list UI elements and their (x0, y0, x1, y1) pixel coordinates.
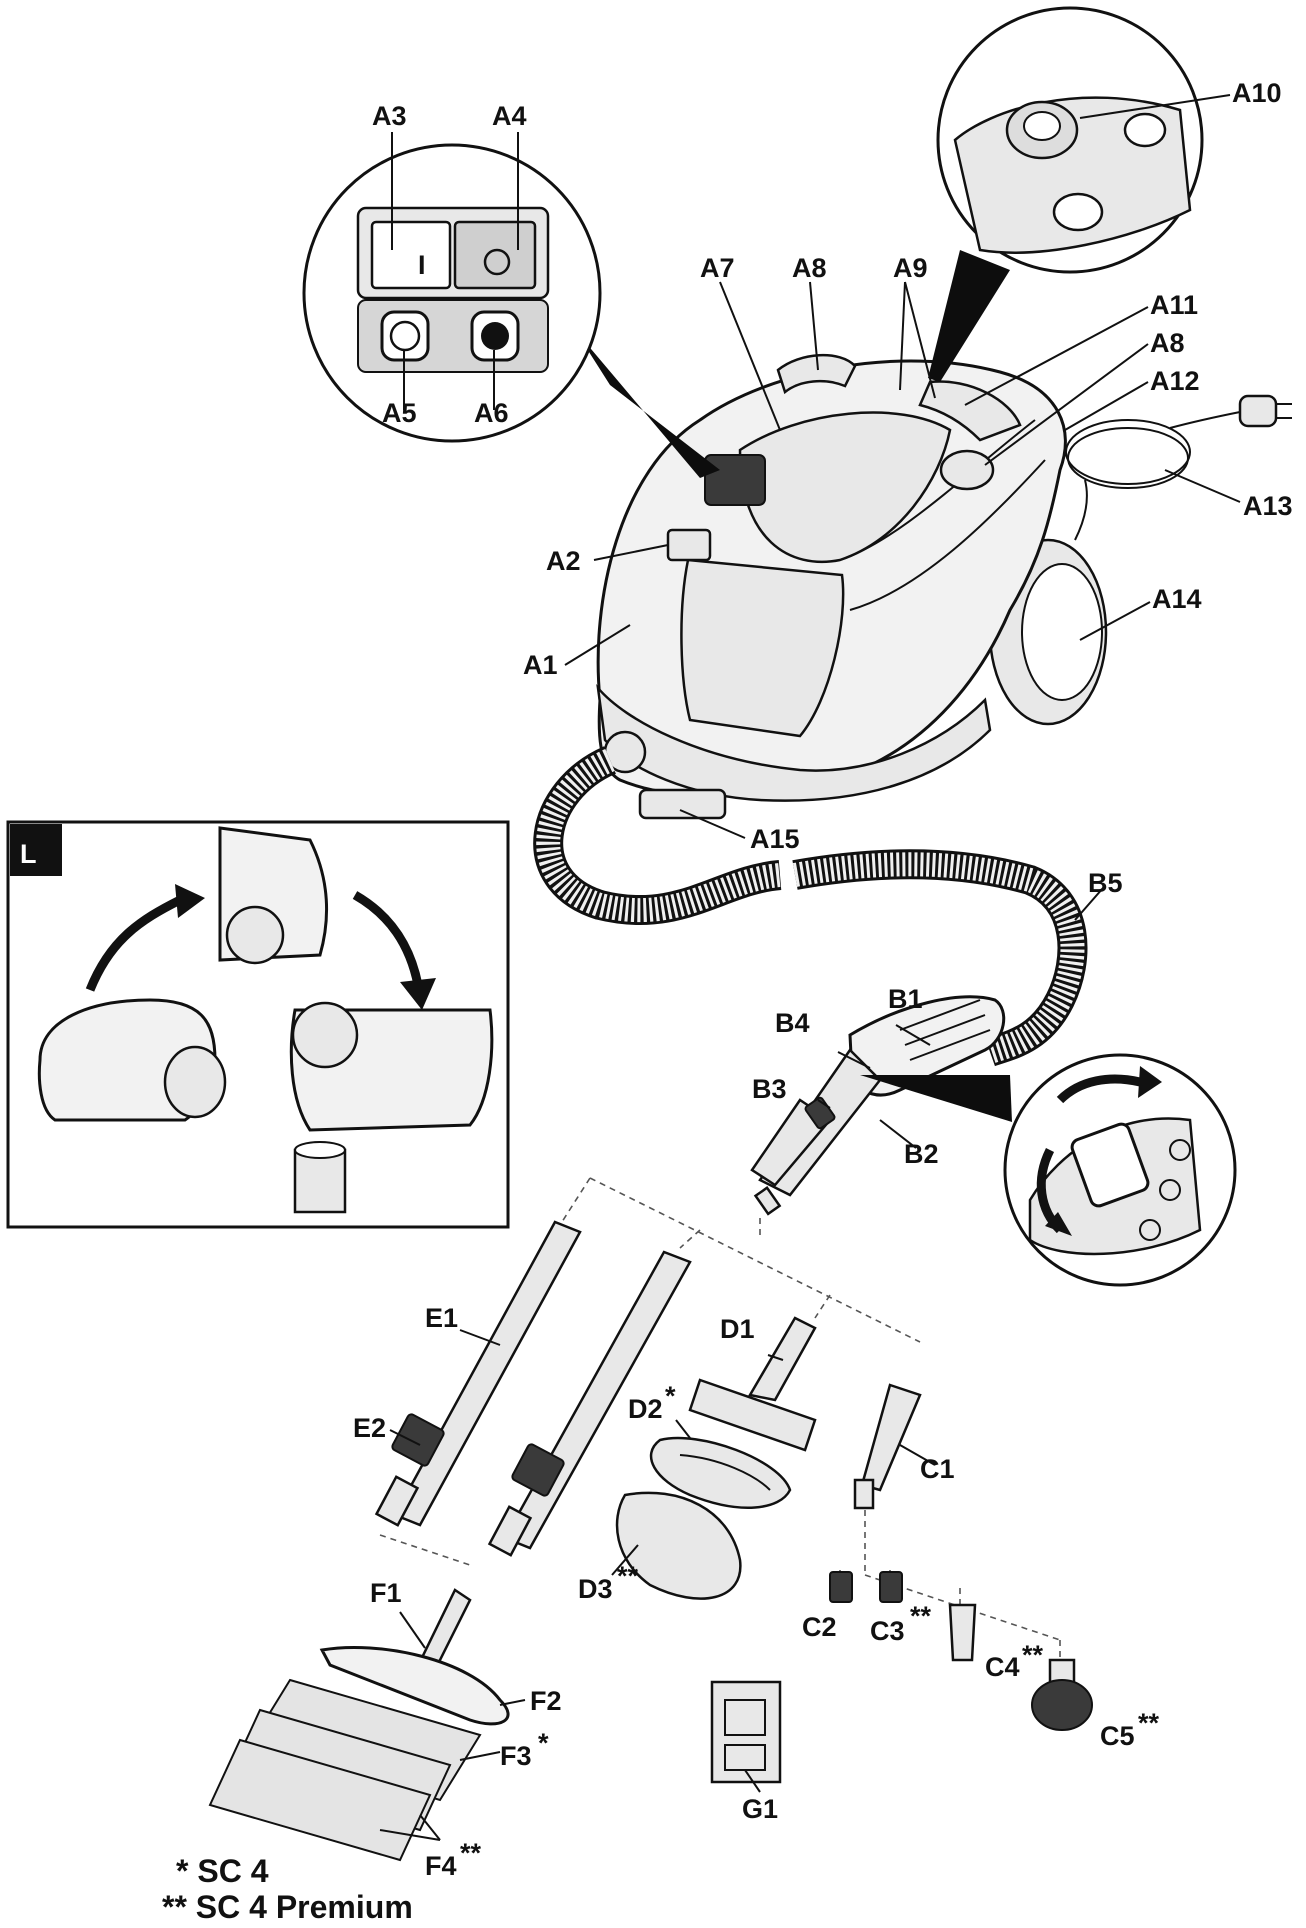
tank-opening-callout (936, 6, 1204, 274)
label-C3: C3 (870, 1616, 905, 1646)
label-B4: B4 (775, 1008, 810, 1038)
label-A9: A9 (893, 253, 928, 283)
power-nozzle-alt (879, 1571, 903, 1603)
label-C3-asterisks: ** (910, 1601, 932, 1631)
label-C4-asterisks: ** (1022, 1640, 1044, 1670)
label-C2: C2 (802, 1612, 837, 1642)
label-F2: F2 (530, 1686, 562, 1716)
round-brush-large (1031, 1658, 1093, 1731)
label-A5: A5 (382, 398, 417, 428)
label-F4-asterisks: ** (460, 1838, 482, 1868)
label-A7: A7 (700, 253, 735, 283)
legend-sc4-premium: ** SC 4 Premium (162, 1889, 413, 1925)
label-A12: A12 (1150, 366, 1200, 396)
inset-emptying-diagram: L (6, 820, 510, 1229)
terry-cover (649, 1436, 792, 1509)
leader-lines (379, 94, 1241, 1841)
label-D2-asterisk: * (665, 1381, 676, 1411)
label-C5-asterisks: ** (1138, 1708, 1160, 1738)
label-A8: A8 (792, 253, 827, 283)
label-A8-second: A8 (1150, 328, 1185, 358)
floor-nozzle (319, 1588, 510, 1726)
label-A3: A3 (372, 101, 407, 131)
label-F4: F4 (425, 1851, 457, 1881)
power-off-icon (483, 248, 511, 276)
label-F3: F3 (500, 1741, 532, 1771)
label-D3-asterisks: ** (617, 1561, 639, 1591)
round-brush-small (948, 1603, 977, 1662)
water-level-indicator-icon (481, 322, 509, 350)
label-C5: C5 (1100, 1721, 1135, 1751)
label-C1: C1 (920, 1454, 955, 1484)
part-labels: A3 A4 A5 A6 A7 A8 A9 A10 A11 A8 A12 A13 … (353, 78, 1293, 1881)
steam-hose (533, 746, 1088, 1067)
label-F3-asterisk: * (538, 1728, 549, 1758)
label-G1: G1 (742, 1794, 778, 1824)
steam-gun (750, 995, 1006, 1216)
label-A10: A10 (1232, 78, 1282, 108)
label-A1: A1 (523, 650, 558, 680)
callout-wedge-gun (860, 1075, 1012, 1122)
label-B2: B2 (904, 1139, 939, 1169)
label-A11: A11 (1150, 290, 1198, 320)
label-B1: B1 (888, 984, 923, 1014)
label-A2: A2 (546, 546, 581, 576)
extension-tube-1 (374, 1220, 582, 1527)
label-D2: D2 (628, 1394, 663, 1424)
instruction-booklet (710, 1680, 782, 1784)
label-A13: A13 (1243, 491, 1293, 521)
callout-wedge-switches (575, 330, 720, 478)
microfibre-cover (615, 1491, 742, 1600)
power-on-symbol: I (418, 250, 426, 280)
child-lock-callout (1003, 1053, 1237, 1287)
label-B3: B3 (752, 1074, 787, 1104)
label-E1: E1 (425, 1303, 458, 1333)
switch-panel-callout: I (302, 143, 602, 443)
label-A4: A4 (492, 101, 527, 131)
label-B5: B5 (1088, 868, 1123, 898)
label-A6: A6 (474, 398, 509, 428)
label-C4: C4 (985, 1652, 1020, 1682)
label-D3: D3 (578, 1574, 613, 1604)
label-E2: E2 (353, 1413, 386, 1443)
power-nozzle (829, 1571, 853, 1603)
label-F1: F1 (370, 1578, 402, 1608)
label-A14: A14 (1152, 584, 1202, 614)
legend-sc4: * SC 4 (176, 1853, 269, 1889)
model-legend: * SC 4 ** SC 4 Premium (162, 1853, 413, 1925)
inset-label: L (20, 839, 37, 869)
point-jet-nozzle (853, 1383, 922, 1510)
callout-wedge-tank (928, 250, 1010, 382)
label-A15: A15 (750, 824, 800, 854)
extension-tube-2 (487, 1250, 692, 1557)
floor-cloths (208, 1678, 482, 1862)
label-D1: D1 (720, 1314, 755, 1344)
